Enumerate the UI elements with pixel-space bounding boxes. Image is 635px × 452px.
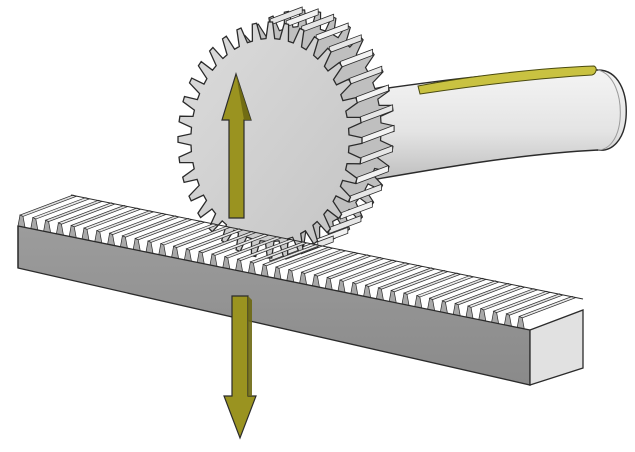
pinion-gear — [177, 6, 395, 262]
shaft — [359, 65, 627, 183]
gear-tooth-side — [328, 214, 362, 235]
rack-end-face — [529, 309, 584, 386]
gear-force-arrow — [221, 72, 252, 219]
gear-front-face — [177, 21, 363, 259]
shaft-keyway-stripe — [417, 65, 597, 95]
rack-front-face — [17, 225, 531, 386]
gear-rack — [17, 194, 584, 386]
rack-back-edge — [70, 194, 584, 300]
rack-force-arrow — [223, 295, 257, 440]
rack-teeth — [17, 194, 584, 330]
